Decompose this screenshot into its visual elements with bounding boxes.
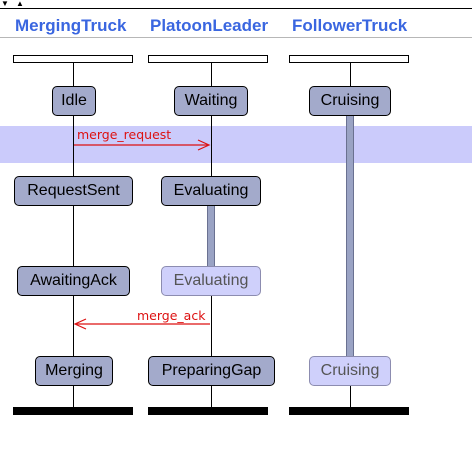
toolbar-divider [0,8,472,9]
arrow-merge-request[interactable] [74,139,211,151]
title-divider [0,37,472,38]
lane-head-platoon-leader [148,55,268,63]
lane-foot-merging-truck [13,407,133,415]
state-merging[interactable]: Merging [35,356,113,386]
lane-foot-follower-truck [289,407,409,415]
state-waiting[interactable]: Waiting [174,86,248,116]
lane-title-merging-truck: MergingTruck [15,16,127,35]
state-idle[interactable]: Idle [52,86,96,116]
state-evaluating-continued[interactable]: Evaluating [161,266,261,296]
state-awaiting-ack[interactable]: AwaitingAck [17,266,130,296]
arrow-merge-ack[interactable] [73,318,210,330]
lane-foot-platoon-leader [148,407,268,415]
top-toolbar: ▼ ▲ [0,0,472,9]
message-label-merge-request: merge_request [77,127,172,142]
lane-head-merging-truck [13,55,133,63]
lane-title-follower-truck: FollowerTruck [292,16,408,35]
lane-title-platoon-leader: PlatoonLeader [150,16,269,35]
expand-down-icon[interactable]: ▼ [1,0,9,8]
state-request-sent[interactable]: RequestSent [14,176,133,206]
state-preparing-gap[interactable]: PreparingGap [148,356,275,386]
state-cruising[interactable]: Cruising [309,86,391,116]
lifeline-merging-truck [73,63,74,407]
state-evaluating[interactable]: Evaluating [161,176,261,206]
message-label-merge-ack: merge_ack [137,308,206,323]
collapse-up-icon[interactable]: ▲ [16,0,24,8]
lane-head-follower-truck [289,55,409,63]
state-cruising-continued[interactable]: Cruising [309,356,391,386]
